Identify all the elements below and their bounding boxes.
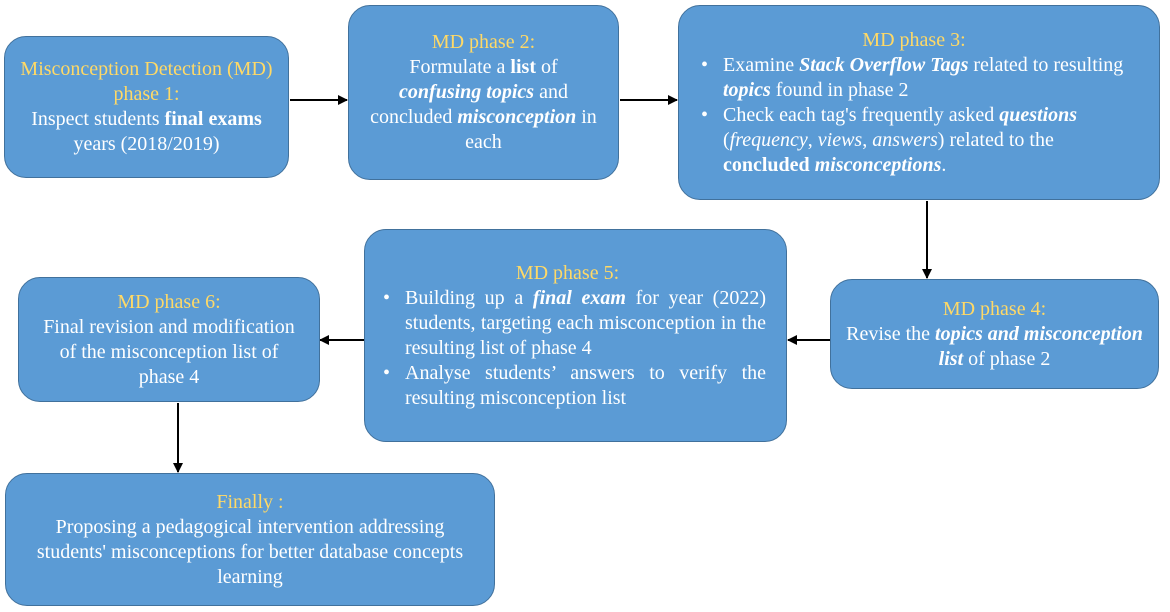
phase6-title: MD phase 6: bbox=[117, 290, 221, 313]
bullet-item: Building up a final exam for year (2022)… bbox=[369, 286, 766, 361]
finally-title: Finally : bbox=[216, 490, 284, 513]
phase2-title: MD phase 2: bbox=[431, 31, 536, 53]
phase1-body: Inspect students final exams years (2018… bbox=[31, 108, 262, 155]
phase4-box: MD phase 4: Revise the topics and miscon… bbox=[830, 279, 1159, 389]
phase5-title: MD phase 5: bbox=[515, 261, 620, 284]
finally-body: Proposing a pedagogical intervention add… bbox=[36, 515, 464, 588]
phase5-bullets: Building up a final exam for year (2022)… bbox=[369, 286, 766, 411]
bullet-item: Analyse students’ answers to verify the … bbox=[369, 361, 766, 411]
phase6-box: MD phase 6: Final revision and modificat… bbox=[18, 277, 320, 402]
phase2-body: Formulate a list of confusing topics and… bbox=[370, 56, 597, 153]
phase3-box: MD phase 3: Examine Stack Overflow Tags … bbox=[678, 5, 1160, 200]
phase1-box: Misconception Detection (MD) phase 1: In… bbox=[4, 36, 289, 178]
phase4-body: Revise the topics and misconception list… bbox=[846, 322, 1143, 370]
phase1-title: Misconception Detection (MD) phase 1: bbox=[20, 58, 273, 105]
phase4-title: MD phase 4: bbox=[942, 297, 1047, 320]
finally-box: Finally : Proposing a pedagogical interv… bbox=[5, 473, 495, 606]
phase3-bullets: Examine Stack Overflow Tags related to r… bbox=[687, 53, 1141, 178]
bullet-item: Check each tag's frequently asked questi… bbox=[687, 103, 1141, 178]
phase3-title: MD phase 3: bbox=[862, 28, 966, 51]
phase6-body: Final revision and modification of the m… bbox=[43, 315, 295, 388]
phase2-box: MD phase 2: Formulate a list of confusin… bbox=[348, 5, 619, 180]
bullet-item: Examine Stack Overflow Tags related to r… bbox=[687, 53, 1141, 103]
phase5-box: MD phase 5: Building up a final exam for… bbox=[364, 229, 787, 442]
